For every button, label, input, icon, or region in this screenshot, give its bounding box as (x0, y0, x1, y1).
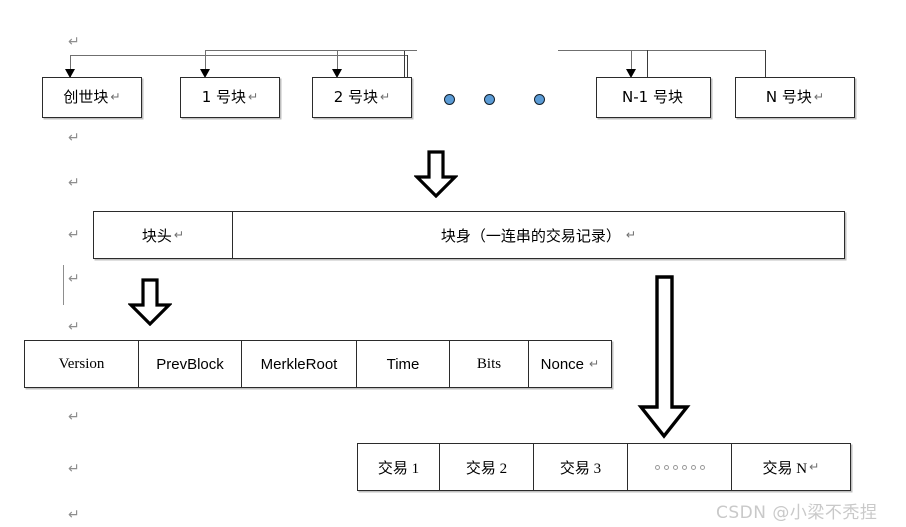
chain-arrowhead-1 (65, 69, 75, 78)
chain-block-n-label: N 号块 (765, 88, 812, 107)
field-version-label: Version (58, 355, 105, 372)
chain-connector-stub-2 (404, 50, 405, 80)
chain-connector-drop-2 (205, 50, 206, 72)
block-head-cell[interactable]: 块头↵ (94, 212, 233, 258)
margin-paragraph-mark-6: ↵ (68, 319, 80, 335)
field-time[interactable]: Time (357, 341, 450, 387)
paragraph-mark-icon: ↵ (173, 228, 185, 242)
block-head-detail-arrow-icon (128, 278, 172, 326)
field-bits-label: Bits (476, 355, 502, 372)
field-prevblock[interactable]: PrevBlock (139, 341, 242, 387)
transaction-n-label: 交易 N (762, 460, 808, 477)
field-time-label: Time (386, 355, 420, 373)
chain-ellipsis-dot-3 (534, 94, 545, 105)
margin-paragraph-mark-2: ↵ (68, 130, 80, 146)
paragraph-mark-icon: ↵ (625, 228, 637, 242)
block-head-label: 块头 (141, 226, 172, 245)
margin-paragraph-mark-5: ↵ (68, 271, 80, 287)
transaction-n[interactable]: 交易 N↵ (732, 444, 850, 490)
margin-paragraph-mark-9: ↵ (68, 507, 80, 523)
chain-arrowhead-3 (332, 69, 342, 78)
chain-block-1-label: 1 号块 (201, 88, 246, 107)
transaction-2[interactable]: 交易 2 (440, 444, 534, 490)
chain-block-n-minus-1-label: N-1 号块 (622, 88, 683, 107)
chain-connector-line-1 (70, 55, 408, 56)
paragraph-mark-icon: ↵ (380, 89, 391, 104)
chain-connector-line-5 (558, 50, 648, 51)
margin-paragraph-mark-7: ↵ (68, 409, 80, 425)
chain-block-2[interactable]: 2 号块↵ (312, 77, 412, 118)
block-body-detail-arrow-icon (637, 275, 691, 439)
field-bits[interactable]: Bits (450, 341, 529, 387)
chain-connector-drop-4 (631, 50, 632, 72)
transaction-1-label: 交易 1 (377, 460, 420, 477)
margin-paragraph-mark-1: ↵ (68, 34, 80, 50)
chain-connector-line-2 (205, 50, 405, 51)
margin-paragraph-mark-4: ↵ (68, 227, 80, 243)
paragraph-mark-icon: ↵ (589, 357, 600, 371)
margin-paragraph-mark-3: ↵ (68, 175, 80, 191)
transaction-2-label: 交易 2 (465, 460, 508, 477)
paragraph-mark-icon: ↵ (248, 89, 259, 104)
chain-block-n-minus-1[interactable]: N-1 号块 (596, 77, 711, 118)
transaction-1[interactable]: 交易 1 (358, 444, 440, 490)
field-nonce[interactable]: Nonce ↵ (529, 341, 611, 387)
field-version[interactable]: Version (25, 341, 139, 387)
margin-paragraph-mark-8: ↵ (68, 461, 80, 477)
chain-connector-drop-1 (70, 55, 71, 77)
chain-block-n[interactable]: N 号块↵ (735, 77, 855, 118)
chain-ellipsis-dot-1 (444, 94, 455, 105)
block-body-cell[interactable]: 块身（一连串的交易记录） ↵ (233, 212, 844, 258)
chain-block-0[interactable]: 创世块↵ (42, 77, 142, 118)
chain-to-block-arrow-icon (414, 150, 458, 198)
chain-connector-line-4 (631, 50, 766, 51)
revision-change-bar (63, 265, 64, 305)
transaction-ellipsis (628, 444, 732, 490)
transactions-strip: 交易 1 交易 2 交易 3 交易 N↵ (357, 443, 851, 491)
chain-block-1[interactable]: 1 号块↵ (180, 77, 280, 118)
paragraph-mark-icon: ↵ (809, 460, 820, 474)
paragraph-mark-icon: ↵ (813, 89, 825, 104)
chain-block-0-label: 创世块 (63, 88, 109, 107)
field-merkleroot[interactable]: MerkleRoot (242, 341, 357, 387)
transaction-3[interactable]: 交易 3 (534, 444, 628, 490)
transaction-3-label: 交易 3 (559, 460, 602, 477)
chain-connector-stub-4 (765, 50, 766, 80)
paragraph-mark-icon: ↵ (110, 89, 121, 104)
chain-connector-line-3 (337, 50, 417, 51)
chain-connector-stub-5 (647, 50, 648, 80)
chain-block-2-label: 2 号块 (333, 88, 378, 107)
chain-arrowhead-2 (200, 69, 210, 78)
transaction-ellipsis-dots-icon (654, 464, 705, 470)
watermark-text: CSDN @小梁不秃捏 (716, 503, 878, 523)
field-prevblock-label: PrevBlock (156, 355, 224, 373)
block-header-fields-strip: Version PrevBlock MerkleRoot Time Bits N… (24, 340, 612, 388)
chain-arrowhead-4 (626, 69, 636, 78)
chain-ellipsis-dot-2 (484, 94, 495, 105)
field-merkleroot-label: MerkleRoot (260, 355, 338, 373)
chain-connector-stub-1 (407, 55, 408, 85)
block-body-label: 块身（一连串的交易记录） (440, 226, 621, 245)
field-nonce-label: Nonce (540, 355, 585, 373)
block-structure-strip: 块头↵ 块身（一连串的交易记录）↵ (93, 211, 845, 259)
chain-connector-drop-3 (337, 50, 338, 72)
